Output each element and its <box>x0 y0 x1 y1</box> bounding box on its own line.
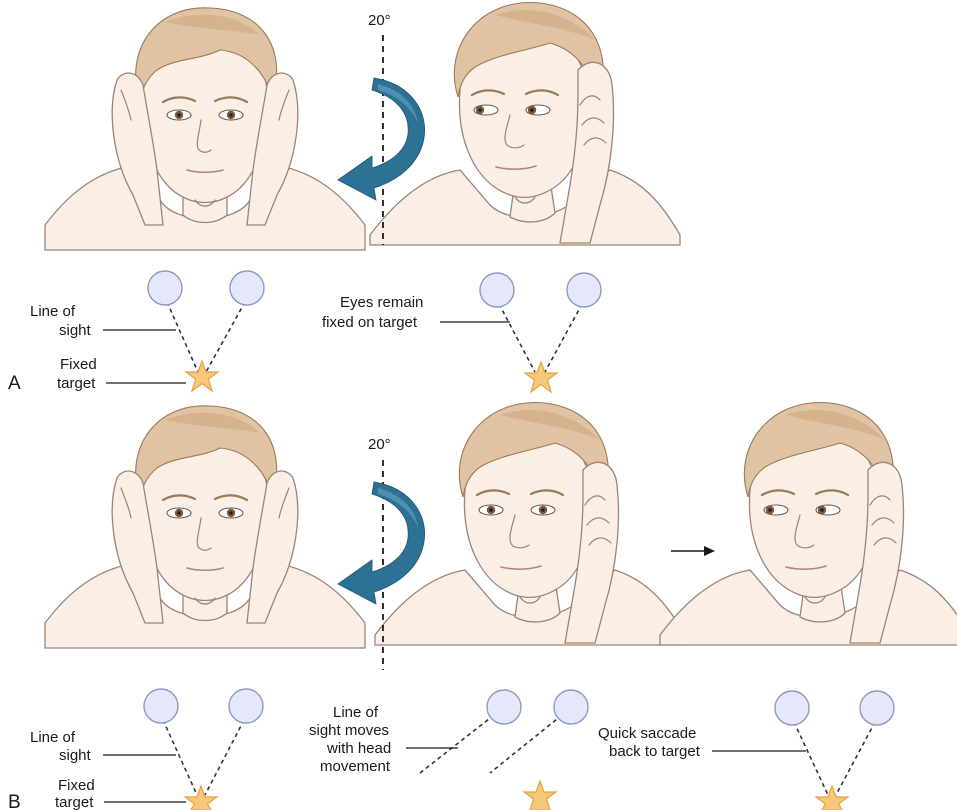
head-frontal-a <box>45 8 365 250</box>
label-line-of-sight-moves-3: with head <box>326 740 391 757</box>
eyeball-right <box>229 689 263 723</box>
eye-diagram-right-a <box>480 273 601 392</box>
curved-arrow-icon <box>338 482 425 604</box>
panel-letter-b: B <box>8 792 21 810</box>
curved-arrow-icon <box>338 78 425 200</box>
label-line-of-sight-moves-2: sight moves <box>309 722 389 739</box>
eye-diagram-left-b <box>144 689 263 810</box>
star-icon <box>186 361 218 391</box>
label-line-of-sight-moves-1: Line of <box>333 704 379 721</box>
label-fixed-target-b-2: target <box>55 794 94 810</box>
eyeball-right <box>860 691 894 725</box>
panel-b: 20° Line of sight Fixed target B Line of <box>8 403 957 810</box>
star-icon <box>185 786 217 810</box>
label-line-of-sight-b-1: Line of <box>30 729 76 746</box>
label-line-of-sight-moves-4: movement <box>320 758 391 775</box>
panel-a: 20° Line of sight Fixed target A Eyes re… <box>8 3 680 394</box>
right-arrow-icon <box>671 546 715 556</box>
label-fixed-target-b-1: Fixed <box>58 777 95 794</box>
star-icon <box>816 786 848 810</box>
eyeball-left <box>480 273 514 307</box>
eyeball-right <box>554 690 588 724</box>
label-eyes-remain-1: Eyes remain <box>340 294 423 311</box>
label-eyes-remain-2: fixed on target <box>322 314 418 331</box>
head-frontal-b <box>45 406 365 648</box>
label-fixed-target-a-1: Fixed <box>60 356 97 373</box>
angle-label-b: 20° <box>368 436 391 453</box>
label-quick-saccade-2: back to target <box>609 743 701 760</box>
eyeball-left <box>487 690 521 724</box>
head-saccade-b <box>660 403 957 645</box>
label-quick-saccade-1: Quick saccade <box>598 725 696 742</box>
eyeball-right <box>567 273 601 307</box>
label-line-of-sight-a-1: Line of <box>30 303 76 320</box>
angle-label-a: 20° <box>368 12 391 29</box>
star-icon <box>524 781 556 810</box>
label-fixed-target-a-2: target <box>57 375 96 392</box>
panel-letter-a: A <box>8 373 21 394</box>
eyeball-left <box>775 691 809 725</box>
star-icon <box>525 362 557 392</box>
eye-diagram-middle-b <box>420 690 588 810</box>
eyeball-left <box>148 271 182 305</box>
eye-diagram-left-a <box>148 271 264 391</box>
eyeball-left <box>144 689 178 723</box>
eyeball-right <box>230 271 264 305</box>
label-line-of-sight-b-2: sight <box>59 747 92 764</box>
label-line-of-sight-a-2: sight <box>59 322 92 339</box>
